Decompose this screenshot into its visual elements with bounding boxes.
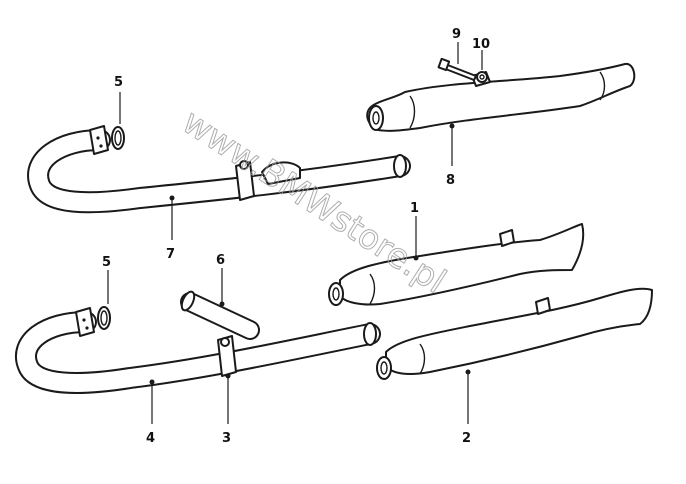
callout-8: 8 [446, 173, 455, 188]
callout-2: 2 [462, 431, 471, 446]
part-10-nut [476, 71, 488, 83]
callout-6: 6 [216, 253, 225, 268]
callout-5-top: 5 [114, 75, 123, 90]
callout-5-lower: 5 [102, 255, 111, 270]
part-5-sealing-ring-top [111, 126, 125, 150]
part-1-silencer [328, 223, 585, 306]
callout-10: 10 [472, 37, 490, 52]
part-9-bolt [437, 57, 477, 81]
part-7-exhaust-pipe [27, 125, 411, 214]
part-6-crossover-pipe [180, 290, 260, 340]
callout-9: 9 [452, 27, 461, 42]
callout-3: 3 [222, 431, 231, 446]
callout-4: 4 [146, 431, 155, 446]
part-5-sealing-ring-lower [97, 306, 111, 330]
callout-1: 1 [410, 201, 419, 216]
callouts: 5 7 9 10 8 1 5 6 4 3 2 [102, 27, 490, 446]
callout-7: 7 [166, 247, 175, 262]
part-8-silencer [366, 62, 636, 132]
part-3-clamp [217, 335, 237, 377]
part-2-silencer [376, 287, 653, 380]
part-4-exhaust-pipe [15, 307, 381, 394]
